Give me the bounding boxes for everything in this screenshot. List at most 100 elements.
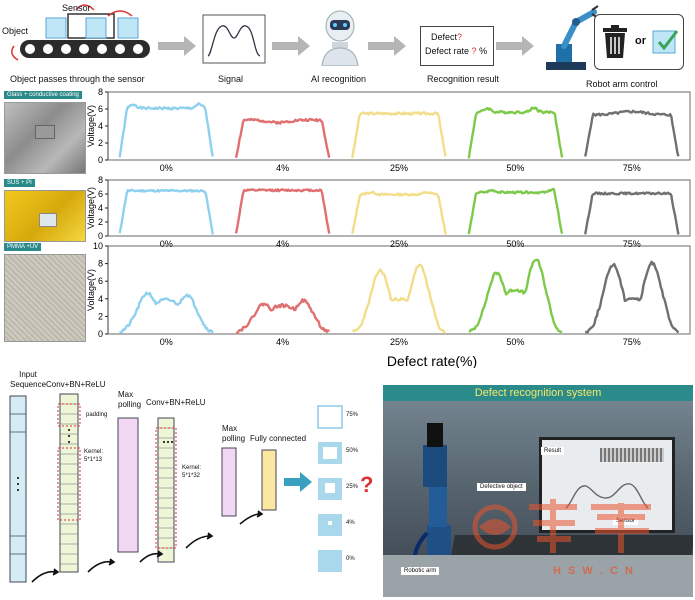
y-axis-label: Voltage(V) — [86, 105, 96, 147]
y-tick-label: 4 — [98, 203, 103, 213]
or-label: or — [635, 35, 646, 47]
x-axis-label: Defect rate(%) — [387, 353, 477, 368]
kernel2-label-1: Kernel: — [182, 465, 202, 471]
y-axis-label: Voltage(V) — [86, 187, 96, 229]
conv1-label: Conv+BN+ReLU — [46, 380, 106, 389]
voltage-trace-25pct — [351, 190, 447, 235]
check-icon — [652, 30, 679, 54]
voltage-trace-4pct — [235, 298, 330, 335]
rate-label: 50% — [506, 337, 524, 347]
voltage-trace-75pct — [584, 109, 680, 157]
y-tick-label: 6 — [98, 104, 103, 114]
sensor-callout: Sensor — [613, 517, 639, 525]
rate-label: 4% — [276, 239, 289, 249]
pool2-block — [221, 447, 237, 517]
rate-label: 0% — [160, 163, 173, 173]
conv1-block — [57, 393, 81, 573]
material-tag-pmma: PMMA +UV — [4, 243, 42, 251]
cnn-diagram: Input Sequence Conv+BN+ReLU Max polling … — [0, 366, 380, 600]
watermark-text: H S W . C N — [553, 565, 635, 577]
step4-caption: Recognition result — [427, 74, 500, 84]
output-classes — [317, 405, 343, 572]
kernel1-label-2: 5*1*13 — [84, 457, 103, 463]
system-photo-title: Defect recognition system — [383, 385, 693, 401]
y-tick-label: 2 — [98, 138, 103, 148]
rate-label: 50% — [506, 163, 524, 173]
rate-label: 25% — [390, 239, 408, 249]
conv2-label: Conv+BN+ReLU — [146, 398, 206, 407]
signal-icon — [202, 14, 266, 64]
y-tick-label: 0 — [98, 329, 103, 339]
defect-rate-label: Defect rate — [425, 46, 470, 56]
step1-caption: Object passes through the sensor — [10, 74, 145, 84]
output-label-75: 75% — [346, 412, 359, 418]
arrow-right-icon — [496, 36, 534, 56]
kernel2-label-2: 5*1*32 — [182, 473, 201, 479]
y-tick-label: 0 — [98, 231, 103, 241]
voltage-trace-0pct — [119, 291, 214, 335]
fc-block — [261, 449, 277, 511]
material-photo-sus — [4, 190, 86, 242]
y-tick-label: 6 — [98, 276, 103, 286]
voltage-trace-75pct — [585, 260, 680, 334]
input-label-2: Sequence — [10, 380, 47, 389]
pool1-label-2: polling — [118, 400, 142, 409]
material-photo-pmma — [4, 254, 86, 342]
pool1-block — [117, 417, 139, 553]
sensor-label: Sensor — [62, 3, 91, 13]
output-label-4: 4% — [346, 520, 355, 526]
rate-label: 75% — [623, 163, 641, 173]
rate-label: 4% — [276, 337, 289, 347]
pool1-label-1: Max — [118, 390, 134, 399]
pool2-label-2: polling — [222, 434, 246, 443]
rate-label: 0% — [160, 337, 173, 347]
rate-label: 75% — [623, 337, 641, 347]
defect-unknown-mark: ? — [457, 32, 463, 42]
y-tick-label: 2 — [98, 217, 103, 227]
output-label-50: 50% — [346, 448, 359, 454]
voltage-trace-0pct — [118, 188, 214, 235]
rate-label: 0% — [160, 239, 173, 249]
y-tick-label: 0 — [98, 155, 103, 165]
voltage-trace-50pct — [467, 187, 564, 235]
y-tick-label: 2 — [98, 311, 103, 321]
plot-frame — [107, 179, 691, 237]
voltage-trace-4pct — [234, 117, 331, 158]
voltage-trace-75pct — [584, 191, 680, 235]
conv2-block — [155, 417, 177, 563]
plot-frame — [107, 245, 691, 335]
system-photo: Defect recognition system Result Defecti… — [383, 385, 693, 597]
y-tick-label: 4 — [98, 121, 103, 131]
ai-robot-icon — [321, 10, 359, 66]
cnn-blocks — [9, 393, 343, 583]
input-sequence-block — [9, 395, 27, 583]
step2-caption: Signal — [218, 74, 244, 84]
y-tick-label: 8 — [98, 175, 103, 185]
recognition-result-box: Defect? Defect rate ? % — [420, 26, 494, 66]
material-tag-sus: SUS + PI — [4, 179, 35, 187]
watermark-logo — [472, 499, 651, 553]
output-arrow-icon — [284, 472, 312, 492]
step3-caption: AI recognition — [311, 74, 367, 84]
result-callout: Result — [541, 447, 565, 455]
y-axis-label: Voltage(V) — [86, 269, 96, 311]
voltage-trace-50pct — [467, 106, 564, 159]
kernel1-label-1: Kernel: — [84, 449, 104, 455]
defect-rate-unit: % — [479, 46, 488, 56]
input-label-1: Input — [19, 370, 37, 379]
y-tick-label: 8 — [98, 87, 103, 97]
plot-frame — [107, 91, 691, 161]
conveyor-sensor-illustration — [11, 4, 150, 61]
step5-caption: Robot arm control — [586, 79, 658, 89]
voltage-trace-50pct — [468, 258, 563, 333]
output-label-25: 25% — [346, 484, 359, 490]
pool2-label-1: Max — [222, 424, 238, 433]
rate-label: 25% — [390, 163, 408, 173]
y-tick-label: 8 — [98, 259, 103, 269]
fc-label: Fully connected — [250, 434, 307, 443]
material-photo-glass — [4, 102, 86, 174]
y-tick-label: 6 — [98, 189, 103, 199]
rate-label: 25% — [390, 337, 408, 347]
